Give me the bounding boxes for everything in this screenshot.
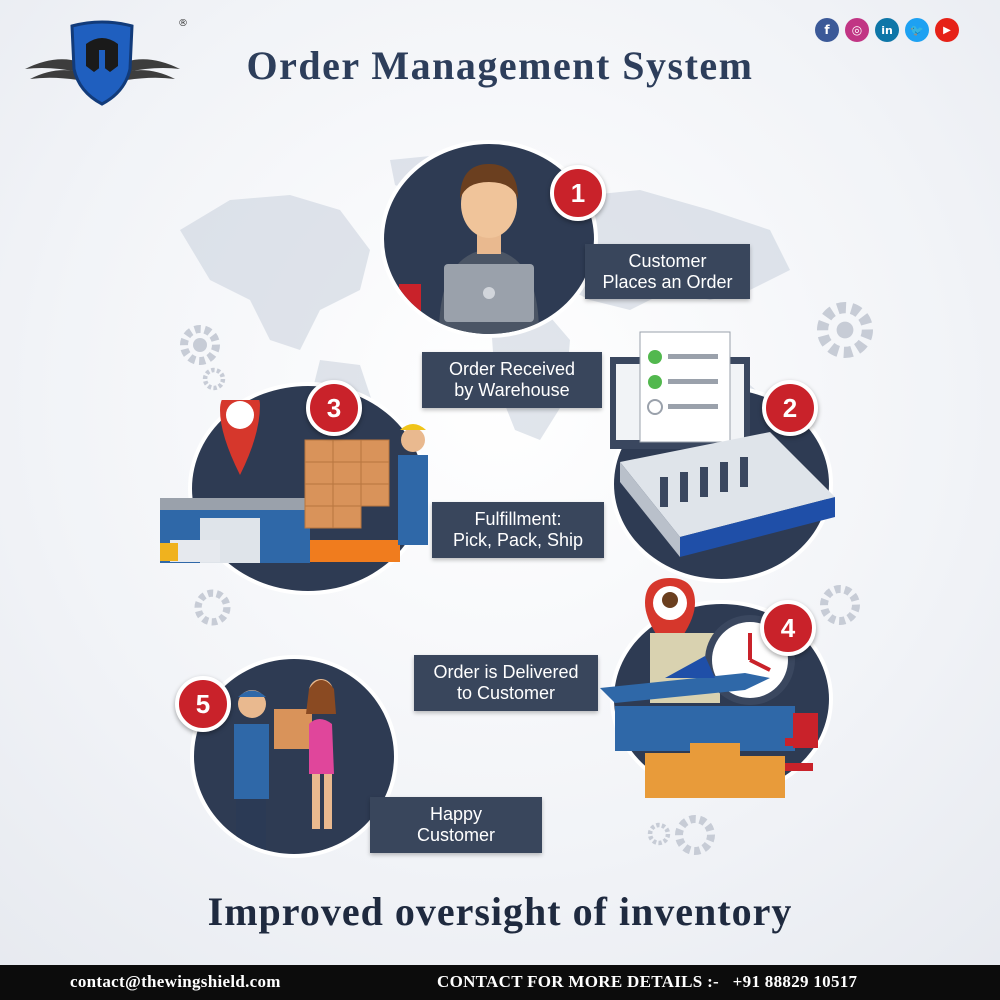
- delivery-plane-truck-icon: [600, 578, 818, 798]
- gear-icon: [647, 822, 671, 846]
- gear-icon: [817, 302, 873, 358]
- footer-bar: contact@thewingshield.com CONTACT FOR MO…: [0, 965, 1000, 1000]
- warehouse-worker-icon: [160, 400, 428, 563]
- gear-icon: [180, 325, 220, 365]
- tagline: Improved oversight of inventory: [207, 889, 793, 934]
- youtube-icon[interactable]: ▶: [935, 18, 959, 42]
- facebook-icon[interactable]: f: [815, 18, 839, 42]
- gear-icon: [194, 589, 231, 626]
- package-handover-icon: [234, 679, 336, 854]
- contact-phone: CONTACT FOR MORE DETAILS :- +91 88829 10…: [437, 972, 858, 991]
- instagram-icon[interactable]: ◎: [845, 18, 869, 42]
- gear-icon: [675, 815, 715, 855]
- registered-mark: ®: [178, 18, 188, 29]
- step-4-label: Order is Delivered to Customer: [414, 655, 598, 711]
- step-3-badge: 3: [306, 380, 362, 436]
- linkedin-icon[interactable]: in: [875, 18, 899, 42]
- step-4-badge: 4: [760, 600, 816, 656]
- youtube-glyph: ▶: [943, 24, 951, 36]
- step-5-badge: 5: [175, 676, 231, 732]
- warehouse-checklist-icon: [610, 331, 835, 557]
- step-1-label: Customer Places an Order: [585, 244, 750, 299]
- page-title: Order Management System: [246, 43, 754, 88]
- step-2-label: Order Received by Warehouse: [422, 352, 602, 408]
- step-5-label: Happy Customer: [370, 797, 542, 853]
- step-3-label: Fulfillment: Pick, Pack, Ship: [432, 502, 604, 558]
- gear-icon: [820, 585, 860, 625]
- instagram-glyph: ◎: [851, 23, 863, 37]
- gear-icon: [202, 367, 226, 391]
- step-1-badge: 1: [550, 165, 606, 221]
- facebook-glyph: f: [824, 23, 830, 37]
- wingshield-logo: [25, 20, 180, 106]
- linkedin-glyph: in: [881, 23, 893, 37]
- twitter-glyph: 🐦: [910, 23, 924, 37]
- social-links: f ◎ in 🐦 ▶: [815, 18, 959, 42]
- twitter-icon[interactable]: 🐦: [905, 18, 929, 42]
- contact-email[interactable]: contact@thewingshield.com: [70, 972, 281, 991]
- step-2-badge: 2: [762, 380, 818, 436]
